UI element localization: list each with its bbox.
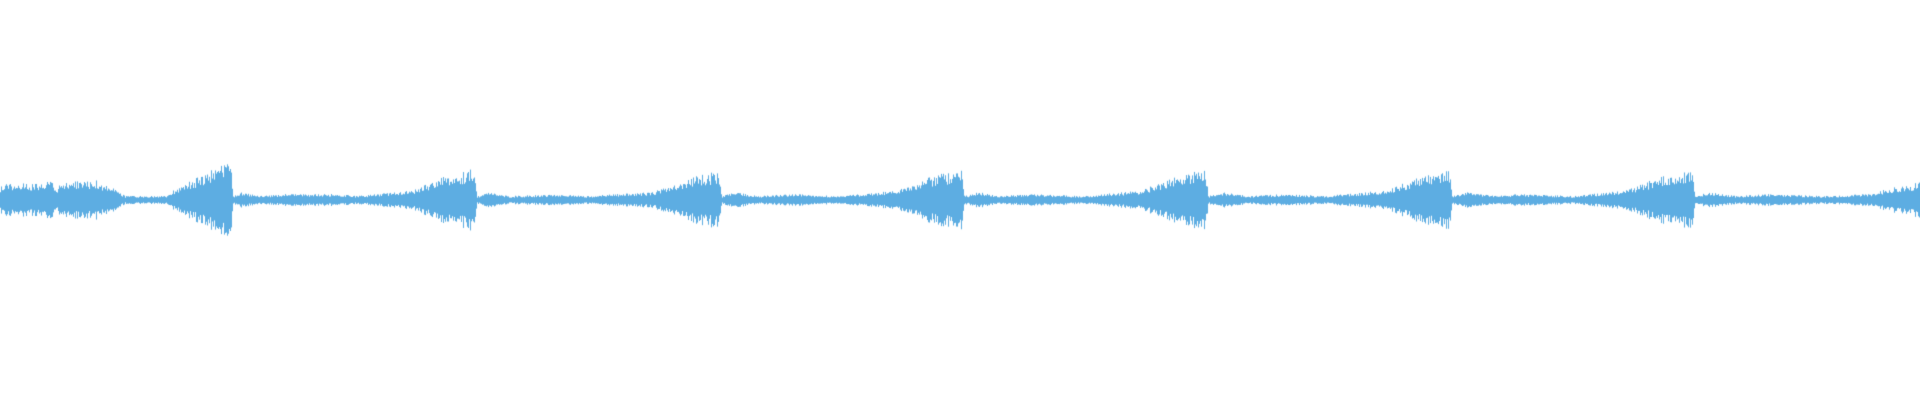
audio-waveform-panel[interactable] [0, 0, 1920, 400]
audio-waveform[interactable] [0, 0, 1920, 400]
